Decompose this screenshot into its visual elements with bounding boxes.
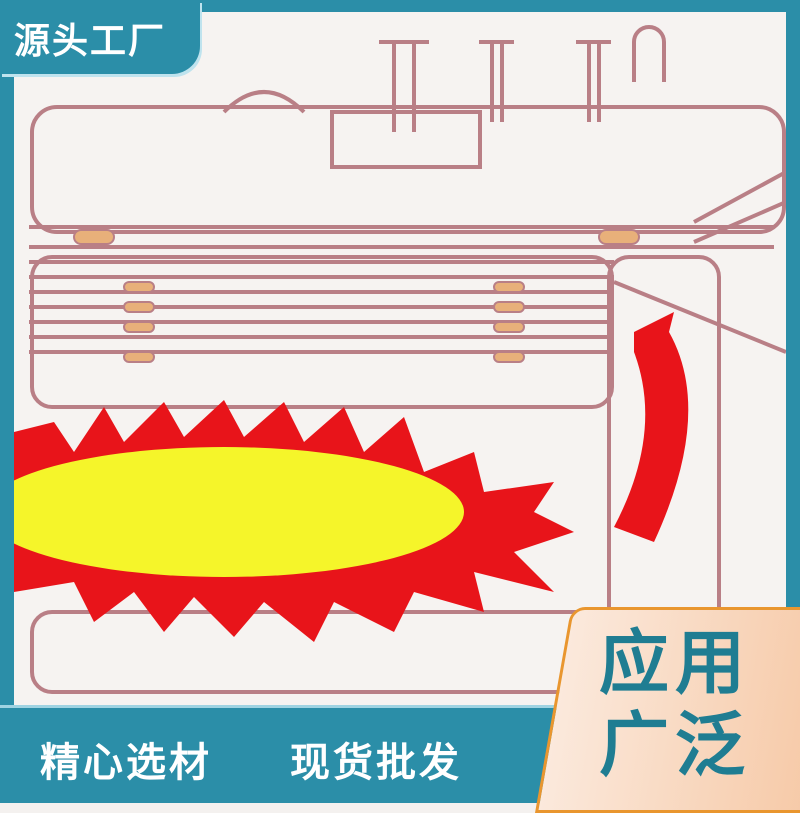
slogan-left: 精心选材 [40, 740, 212, 786]
slogan-right: 现货批发 [290, 740, 462, 786]
flame-core [14, 447, 464, 577]
frame-right [786, 0, 800, 800]
source-factory-badge: 源头工厂 [0, 0, 200, 74]
card-line-2: 广泛 [599, 704, 751, 786]
feature-card-text: 应用 广泛 [580, 622, 770, 786]
card-line-1: 应用 [599, 622, 751, 704]
arrow [614, 312, 689, 542]
badge-label: 源头工厂 [14, 21, 167, 62]
boiler-diagram [14, 12, 786, 712]
frame-left [0, 0, 14, 800]
frame-top [0, 0, 800, 12]
